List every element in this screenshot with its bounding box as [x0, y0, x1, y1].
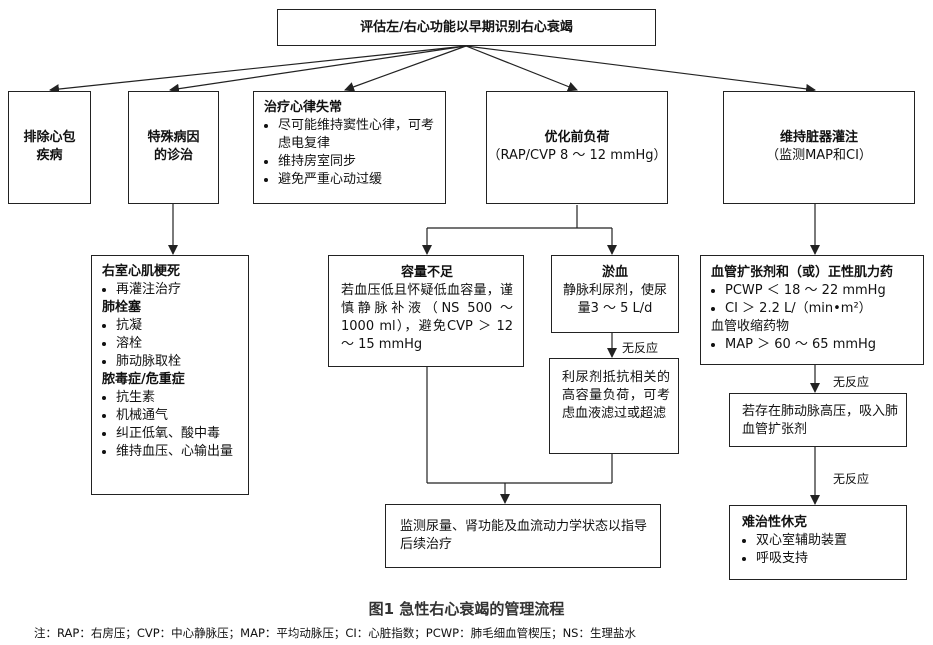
special-cause-box: 特殊病因的诊治: [128, 91, 219, 204]
cause-item: 机械通气: [116, 407, 242, 425]
preload-title: 优化前负荷: [544, 130, 610, 145]
volume-low-title: 容量不足: [400, 265, 453, 280]
figure-caption: 图1 急性右心衰竭的管理流程: [368, 600, 565, 618]
cause-item: 抗生素: [116, 389, 242, 407]
cause-item: 抗凝: [116, 317, 242, 335]
pulmonary-htn-box: 若存在肺动脉高压，吸入肺血管扩张剂: [729, 393, 907, 447]
congestion-text: 静脉利尿剂，使尿量3 ～ 5 L/d: [562, 283, 667, 316]
vaso-item: MAP ＞ 60 ～ 65 mmHg: [725, 336, 917, 354]
perfusion-box: 维持脏器灌注 （监测MAP和CI）: [723, 91, 915, 204]
cause-sepsis-title: 脓毒症/危重症: [102, 372, 185, 387]
preload-subtitle: （RAP/CVP 8 ～ 12 mmHg）: [487, 148, 667, 163]
cause-item: 溶栓: [116, 335, 242, 353]
arrhythmia-box: 治疗心律失常 尽可能维持窦性心律，可考虑电复律 维持房室同步 避免严重心动过缓: [253, 91, 446, 204]
refractory-item: 呼吸支持: [756, 550, 898, 568]
perfusion-title: 维持脏器灌注: [779, 130, 858, 145]
vasoconstrictor-label: 血管收缩药物: [711, 319, 790, 334]
pericardial-title: 排除心包疾病: [23, 130, 76, 163]
cause-item: 维持血压、心输出量: [116, 443, 242, 461]
volume-low-box: 容量不足 若血压低且怀疑低血容量，谨慎静脉补液（NS 500 ～ 1000 ml…: [328, 255, 524, 367]
pericardial-box: 排除心包疾病: [8, 91, 91, 204]
diuretic-resistance-text: 利尿剂抵抗相关的高容量负荷，可考虑血液滤过或超滤: [562, 370, 670, 421]
volume-low-text: 若血压低且怀疑低血容量，谨慎静脉补液（NS 500 ～ 1000 ml），避免C…: [341, 283, 513, 352]
preload-box: 优化前负荷 （RAP/CVP 8 ～ 12 mmHg）: [486, 91, 668, 204]
pulmonary-htn-text: 若存在肺动脉高压，吸入肺血管扩张剂: [742, 404, 899, 437]
top-assessment-title: 评估左/右心功能以早期识别右心衰竭: [360, 20, 573, 35]
arrhythmia-title: 治疗心律失常: [264, 100, 343, 115]
no-response-label: 无反应: [622, 341, 659, 355]
refractory-shock-box: 难治性休克 双心室辅助装置 呼吸支持: [729, 505, 907, 580]
congestion-box: 淤血 静脉利尿剂，使尿量3 ～ 5 L/d: [551, 255, 679, 333]
abbreviation-note: 注：RAP：右房压；CVP：中心静脉压；MAP：平均动脉压；CI：心脏指数；PC…: [34, 626, 636, 640]
arrhythmia-item: 尽可能维持窦性心律，可考虑电复律: [278, 117, 437, 153]
cause-item: 肺动脉取栓: [116, 353, 242, 371]
monitor-text: 监测尿量、肾功能及血流动力学状态以指导后续治疗: [400, 519, 648, 552]
perfusion-subtitle: （监测MAP和CI）: [766, 148, 872, 163]
no-response-label: 无反应: [833, 472, 870, 486]
special-cause-title: 特殊病因的诊治: [147, 130, 200, 163]
diuretic-resistance-box: 利尿剂抵抗相关的高容量负荷，可考虑血液滤过或超滤: [549, 358, 679, 454]
vaso-item: CI ＞ 2.2 L/（min•m²）: [725, 300, 917, 318]
vasoactive-box: 血管扩张剂和（或）正性肌力药 PCWP ＜ 18 ～ 22 mmHg CI ＞ …: [700, 255, 924, 365]
special-causes-detail-box: 右室心肌梗死 再灌注治疗 肺栓塞 抗凝 溶栓 肺动脉取栓 脓毒症/危重症 抗生素…: [91, 255, 249, 495]
congestion-title: 淤血: [601, 265, 628, 280]
cause-pe-title: 肺栓塞: [102, 300, 142, 315]
refractory-title: 难治性休克: [742, 515, 808, 530]
arrhythmia-item: 避免严重心动过缓: [278, 171, 437, 189]
arrhythmia-item: 维持房室同步: [278, 153, 437, 171]
cause-item: 纠正低氧、酸中毒: [116, 425, 242, 443]
monitor-box: 监测尿量、肾功能及血流动力学状态以指导后续治疗: [385, 504, 661, 568]
refractory-item: 双心室辅助装置: [756, 532, 898, 550]
top-assessment-box: 评估左/右心功能以早期识别右心衰竭: [277, 9, 656, 46]
cause-item: 再灌注治疗: [116, 281, 242, 299]
vasoactive-title: 血管扩张剂和（或）正性肌力药: [711, 265, 894, 280]
no-response-label: 无反应: [833, 375, 870, 389]
cause-rv-infarction-title: 右室心肌梗死: [102, 264, 181, 279]
vaso-item: PCWP ＜ 18 ～ 22 mmHg: [725, 282, 917, 300]
